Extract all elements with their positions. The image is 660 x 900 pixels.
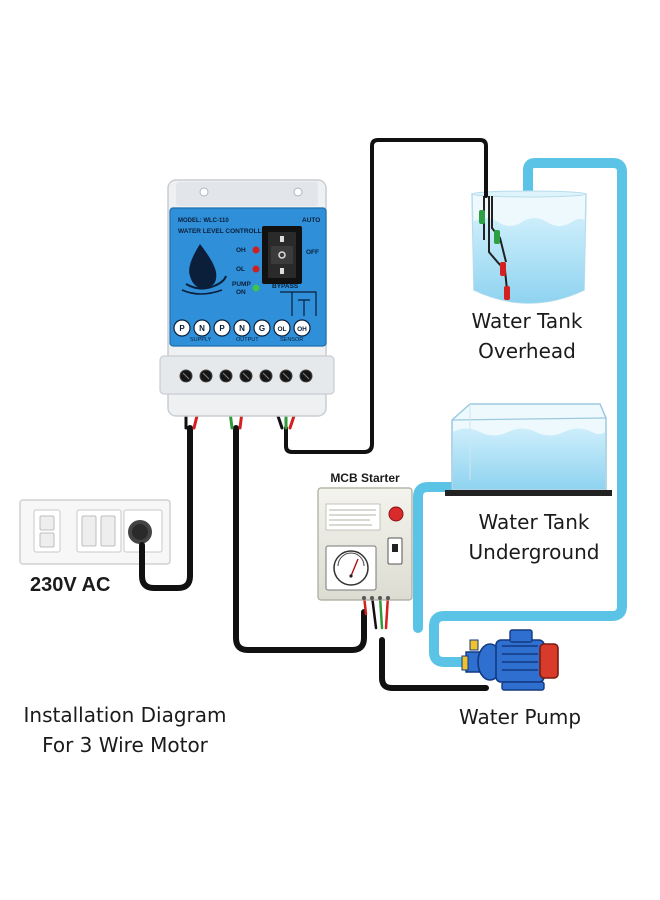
terminal-label-ring [173,319,191,337]
screw-slot [242,372,250,380]
pump-on-indicator [252,284,260,292]
screw-terminals [179,369,313,383]
group-output-label: OUTPUT [236,337,259,343]
terminal-label-ring [233,319,251,337]
underground-tank-label: Water Tank Underground [452,507,616,567]
overhead-tank-label-line2: Overhead [478,339,576,363]
screw-slot [262,372,270,380]
led-oh-label: OH [236,247,246,254]
diagram-caption-line1: Installation Diagram [23,703,227,727]
water-drop-icon [181,244,227,295]
water-pipes [413,158,627,667]
screw-slot [182,372,190,380]
pump-cable [379,637,489,691]
underground-tank-label-line2: Underground [468,540,600,564]
underground-tank [445,403,612,496]
terminal-label-ring [253,319,271,337]
wall-switch-board [19,499,171,565]
mcb-starter-label: MCB Starter [330,471,400,485]
mode-rocker-switch[interactable] [262,226,302,284]
mcb-starter [317,487,413,601]
switch-auto-label: AUTO [302,217,320,224]
terminal-label-ring [213,319,231,337]
group-supply-label: SUPPLY [190,337,212,343]
controller-title: WATER LEVEL CONTROLLER [178,228,271,235]
output-cable [233,425,367,653]
group-sensor-label: SENSOR [280,337,303,343]
terminal-label: OL [277,326,286,333]
terminal-labels: P N P N G OL OH [173,319,311,337]
led-ol-indicator [252,265,260,273]
water-level-controller: MODEL: WLC-110 WATER LEVEL CONTROLLER AU… [159,179,335,417]
overhead-tank-label-line1: Water Tank [471,309,583,333]
supply-voltage-label: 230V AC [30,574,111,596]
led-ol-label: OL [236,266,245,273]
pump-on-label-2: ON [236,289,246,296]
overhead-pipe [429,158,627,667]
sensor-cable [284,138,488,454]
terminal-label-ring [193,319,211,337]
underground-pipe [413,482,458,633]
terminal-label: OH [297,326,307,333]
ammeter-gauge [325,545,377,591]
terminal-label-ring [293,319,311,337]
controller-model: MODEL: WLC-110 [178,218,229,224]
water-pump [461,629,559,691]
screw-slot [222,372,230,380]
terminal-label: P [219,324,225,333]
diagram-caption-line2: For 3 Wire Motor [42,733,208,757]
overhead-tank-label: Water Tank Overhead [452,306,602,366]
led-oh-indicator [252,246,260,254]
supply-cable [139,425,193,591]
pump-on-label-1: PUMP [232,281,251,288]
terminal-label: P [179,324,185,333]
terminal-label-ring [273,319,291,337]
screw-slot [282,372,290,380]
terminal-label: N [239,324,245,333]
starter-stop-button[interactable] [388,506,404,522]
underground-tank-label-line1: Water Tank [478,510,590,534]
switch-off-label: OFF [306,249,319,256]
terminal-label: N [199,324,205,333]
water-pump-label: Water Pump [458,705,582,729]
screw-slot [302,372,310,380]
overhead-tank [471,190,587,304]
screw-slot [202,372,210,380]
diagram-caption: Installation Diagram For 3 Wire Motor [10,700,240,760]
terminal-label: G [259,324,265,333]
switch-bypass-label: BYPASS [272,283,299,290]
